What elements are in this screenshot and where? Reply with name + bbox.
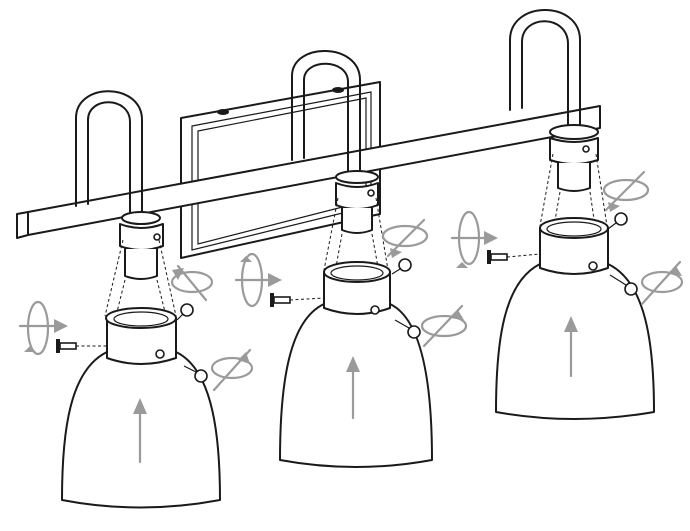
rotation-arrow-icon xyxy=(18,300,68,356)
screw-icon xyxy=(609,274,638,296)
rotation-arrow-icon xyxy=(381,218,429,258)
gooseneck-arm xyxy=(291,50,361,177)
gooseneck-arm xyxy=(75,90,143,215)
upward-arrow-icon xyxy=(133,398,147,464)
rotation-arrow-icon xyxy=(170,264,214,302)
rotation-arrow-icon xyxy=(450,210,498,268)
rotation-arrow-icon xyxy=(640,260,684,306)
glass-shade xyxy=(279,303,433,468)
horizontal-bar xyxy=(16,105,601,239)
rotation-arrow-icon xyxy=(420,304,468,348)
socket xyxy=(124,248,158,280)
fixture-middle xyxy=(234,50,468,468)
socket-cup xyxy=(119,223,164,251)
screw-icon xyxy=(394,319,421,339)
mount-hole-left xyxy=(217,109,229,115)
screw-icon xyxy=(607,212,628,230)
rotation-arrow-icon xyxy=(602,170,650,212)
socket xyxy=(557,162,591,192)
fixture-right xyxy=(450,9,684,420)
upward-arrow-icon xyxy=(346,356,360,420)
glass-shade xyxy=(495,263,655,420)
screw-icon xyxy=(176,303,194,321)
screw-icon xyxy=(391,258,412,275)
mount-hole-right xyxy=(332,87,344,93)
upward-arrow-icon xyxy=(564,316,578,378)
screw-icon xyxy=(56,339,107,353)
fixture-left xyxy=(18,90,254,509)
socket-cup xyxy=(549,137,599,165)
rotation-arrow-icon xyxy=(234,252,282,308)
socket xyxy=(341,207,373,234)
screw-icon xyxy=(270,293,325,307)
socket-cup xyxy=(335,182,379,210)
gooseneck-arm xyxy=(509,9,581,133)
screw-icon xyxy=(183,365,208,383)
rotation-arrow-icon xyxy=(210,348,254,392)
screw-icon xyxy=(487,250,541,264)
